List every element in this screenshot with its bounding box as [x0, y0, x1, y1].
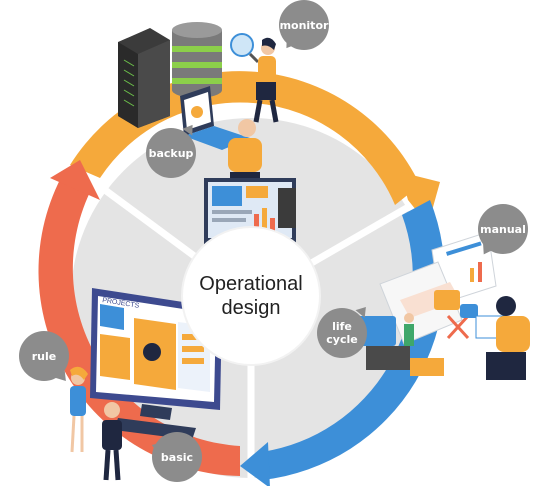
manual-label: manual [480, 222, 526, 236]
basic-bubble[interactable]: basic [149, 432, 202, 482]
life-cycle-bubble[interactable]: life cycle [317, 303, 371, 358]
center-title: Operational design [183, 228, 319, 364]
monitor-label: monitor [279, 18, 329, 32]
red-cycle-arrow [38, 160, 241, 476]
presenter-people-icon [70, 366, 122, 481]
basic-label: basic [160, 450, 194, 464]
life-cycle-label: life cycle [326, 320, 358, 346]
center-title-line2: design [221, 297, 281, 319]
server-rack-icon [118, 28, 170, 128]
rule-label: rule [31, 349, 57, 363]
rule-bubble[interactable]: rule [19, 331, 71, 385]
manual-bubble[interactable]: manual [478, 204, 528, 258]
monitor-bubble[interactable]: monitor [279, 0, 329, 52]
documents-tablet-icon [356, 231, 530, 380]
backup-label: backup [148, 146, 194, 160]
backup-bubble[interactable]: backup [146, 121, 198, 178]
center-title-line1: Operational [199, 273, 303, 295]
database-icon [172, 22, 222, 98]
analyst-person-icon [230, 33, 279, 123]
